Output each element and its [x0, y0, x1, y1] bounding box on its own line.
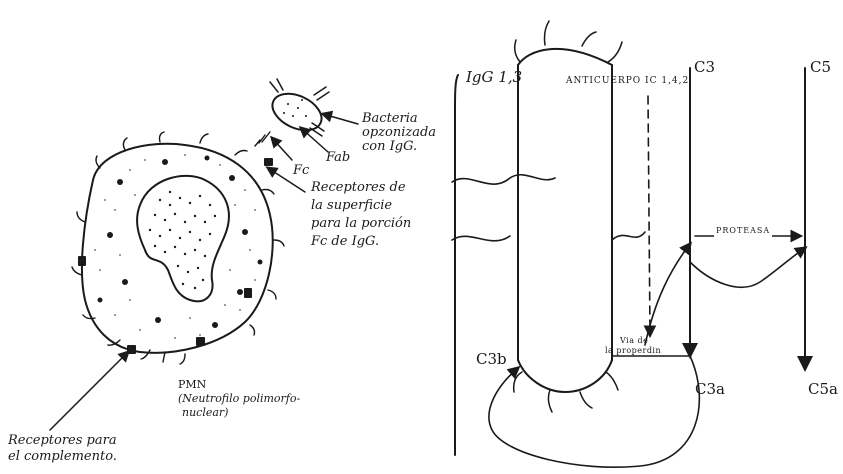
opsonized-bacterium — [255, 79, 329, 146]
c5a-label: C5a — [808, 382, 838, 396]
c3b-label: C3b — [476, 352, 507, 366]
cell-nucleus — [137, 176, 229, 301]
c5-convert-arrow — [690, 248, 805, 287]
cell-granules — [98, 156, 263, 329]
surface-receptors-label-3: para la porción — [311, 217, 411, 231]
properdin-arrow — [645, 244, 690, 345]
complement-receptors-label-2: el complemento. — [8, 450, 117, 464]
pmn-full-label-2: nuclear) — [182, 406, 228, 420]
wavy-line-3 — [612, 232, 645, 240]
via-label-2: la properdin — [605, 346, 661, 355]
neutrophil-cell — [72, 132, 284, 364]
c3-label: C3 — [694, 60, 715, 74]
bacteria-label-1: Bacteria — [362, 112, 418, 126]
complement-receptors-label-1: Receptores para — [8, 434, 117, 448]
antibody-label: ANTICUERPO IC 1,4,2 — [566, 74, 689, 88]
igg-label: IgG 1,3 — [466, 70, 522, 84]
c5-label: C5 — [810, 60, 831, 74]
c3a-label: C3a — [695, 382, 725, 396]
wavy-line-2 — [452, 236, 510, 241]
fc-arrow — [272, 138, 292, 160]
dashed-arrow — [648, 96, 650, 335]
pmn-label: PMN — [178, 378, 206, 392]
pmn-full-label-1: (Neutrofilo polimorfo- — [178, 392, 300, 406]
complement-receptor-blocks — [78, 158, 273, 354]
surface-receptors-label-2: la superficie — [311, 199, 392, 213]
fab-label: Fab — [326, 151, 350, 165]
igg-bracket — [455, 75, 458, 455]
surface-receptors-label-4: Fc de IgG. — [311, 235, 379, 249]
bacteria-arrow — [323, 114, 358, 124]
fc-label: Fc — [293, 164, 309, 178]
wavy-line-1 — [452, 175, 555, 184]
via-label-1: Via de — [620, 336, 648, 345]
complement-receptor-arrow — [50, 352, 128, 430]
bacteria-label-3: con IgG. — [362, 140, 417, 154]
nucleus-dots — [149, 191, 216, 289]
surface-hairs — [72, 132, 284, 364]
bacteria-label-2: opzonizada — [362, 126, 436, 140]
surface-receptors-label-1: Receptores de — [311, 181, 406, 195]
protease-label: PROTEASA — [714, 224, 772, 238]
